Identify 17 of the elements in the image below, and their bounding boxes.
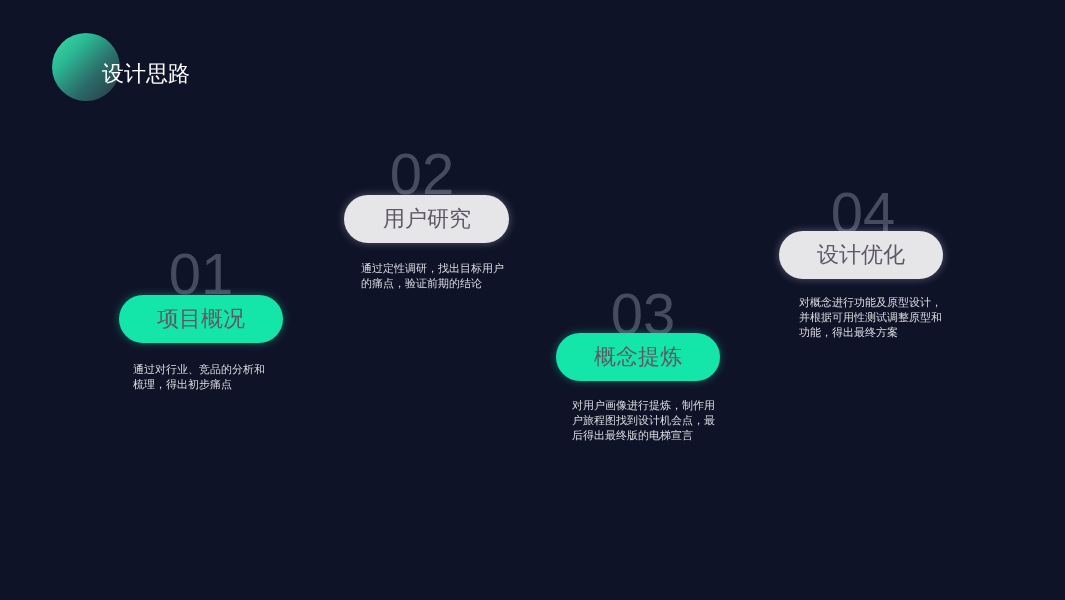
step-pill — [119, 295, 283, 343]
step-pill — [344, 195, 509, 243]
step-pill — [556, 333, 720, 381]
step-description: 对用户画像进行提炼，制作用户旅程图找到设计机会点，最后得出最终版的电梯宣言 — [572, 398, 716, 443]
step-description: 通过对行业、竞品的分析和梳理，得出初步痛点 — [133, 362, 266, 392]
step-title: 用户研究 — [382, 206, 471, 232]
step-description: 对概念进行功能及原型设计，并根据可用性测试调整原型和功能，得出最终方案 — [799, 295, 943, 340]
step-description: 通过定性调研，找出目标用户的痛点，验证前期的结论 — [361, 261, 505, 291]
step-number: 03 — [609, 285, 677, 343]
step-number: 02 — [388, 145, 456, 203]
step-title: 项目概况 — [157, 306, 245, 332]
step-title: 设计优化 — [817, 242, 905, 268]
step-pill — [779, 231, 943, 279]
step-number: 01 — [167, 245, 235, 303]
slide-title: 设计思路 — [102, 60, 190, 88]
step-title: 概念提炼 — [594, 344, 682, 370]
step-number: 04 — [830, 184, 896, 242]
